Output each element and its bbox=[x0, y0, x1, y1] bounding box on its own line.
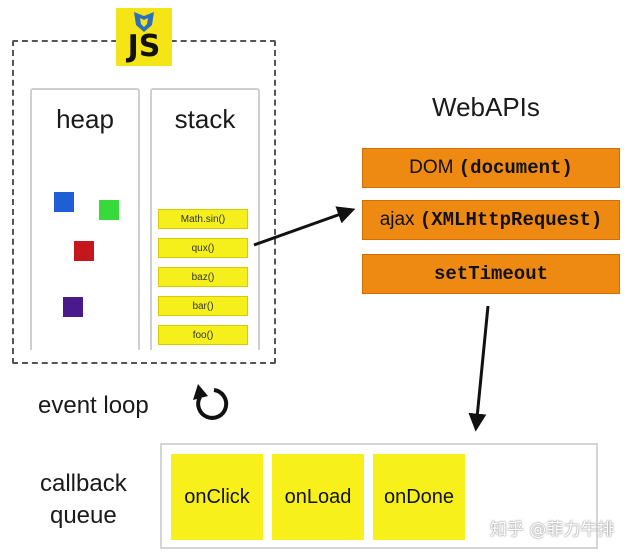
callback-item: onDone bbox=[373, 454, 465, 540]
event-loop-icon bbox=[193, 384, 229, 420]
js-logo: JS bbox=[116, 8, 172, 66]
js-shield-icon bbox=[134, 12, 154, 32]
callback-queue-label-line1: callback bbox=[40, 470, 127, 497]
stack-frame: baz() bbox=[158, 267, 248, 287]
watermark: 知乎 @菲力牛排 bbox=[490, 520, 615, 540]
callback-queue-label-line2: queue bbox=[49, 502, 117, 529]
webapi-dom-prefix: DOM bbox=[409, 157, 459, 178]
webapi-to-queue-arrow bbox=[468, 305, 490, 432]
webapis-title: WebAPIs bbox=[432, 92, 540, 122]
stack-frame: foo() bbox=[158, 325, 248, 345]
webapi-ajax-prefix: ajax bbox=[379, 209, 420, 230]
stack-frame: qux() bbox=[158, 238, 248, 258]
webapi-dom: DOM (document) bbox=[362, 148, 620, 188]
stack-frame: Math.sin() bbox=[158, 209, 248, 229]
event-loop-label: event loop bbox=[38, 392, 149, 419]
js-logo-text: JS bbox=[127, 29, 161, 64]
callback-item: onLoad bbox=[272, 454, 364, 540]
heap-object-purple bbox=[63, 297, 83, 317]
webapi-dom-code: (document) bbox=[458, 157, 573, 179]
webapi-settimeout: setTimeout bbox=[362, 254, 620, 294]
webapi-settimeout-code: setTimeout bbox=[433, 263, 549, 285]
webapi-ajax: ajax (XMLHttpRequest) bbox=[362, 200, 620, 240]
callback-queue-label: callback queue bbox=[40, 468, 127, 532]
stack-frame: bar() bbox=[158, 296, 248, 316]
webapi-ajax-code: (XMLHttpRequest) bbox=[419, 209, 603, 231]
stack-title: stack bbox=[174, 104, 236, 134]
heap-object-blue bbox=[54, 192, 74, 212]
heap-title: heap bbox=[56, 104, 114, 134]
heap-object-red bbox=[74, 241, 94, 261]
heap-object-green bbox=[99, 200, 119, 220]
stack-to-webapi-arrow bbox=[253, 206, 356, 247]
heap-panel: heap bbox=[30, 88, 140, 350]
callback-item: onClick bbox=[171, 454, 263, 540]
